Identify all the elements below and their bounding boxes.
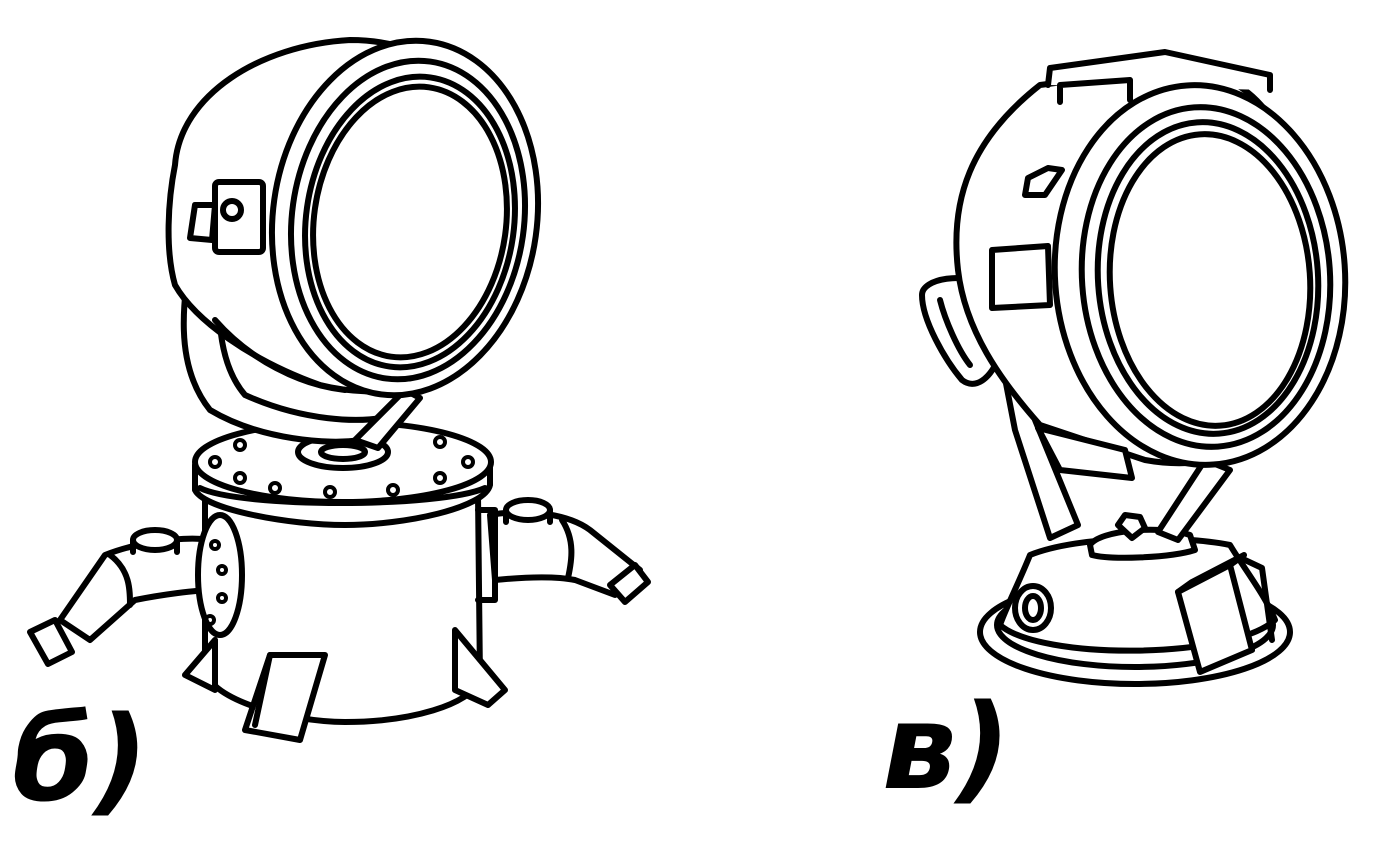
figure-label-v: в) bbox=[882, 678, 1011, 816]
right-cable-gland bbox=[487, 497, 651, 605]
front-bezel bbox=[268, 37, 542, 399]
pedestal-base bbox=[977, 512, 1293, 687]
figure-b-drawing bbox=[27, 37, 651, 743]
cylindrical-base bbox=[182, 487, 508, 743]
figure-v-drawing bbox=[919, 49, 1349, 687]
figure-label-b: б) bbox=[12, 690, 149, 828]
front-bezel bbox=[1051, 82, 1349, 468]
figure-v-searchlight-pedestal-base: в) bbox=[700, 0, 1400, 850]
figure-b-searchlight-cylindrical-base: б) bbox=[12, 37, 651, 828]
left-cable-gland bbox=[27, 527, 218, 667]
